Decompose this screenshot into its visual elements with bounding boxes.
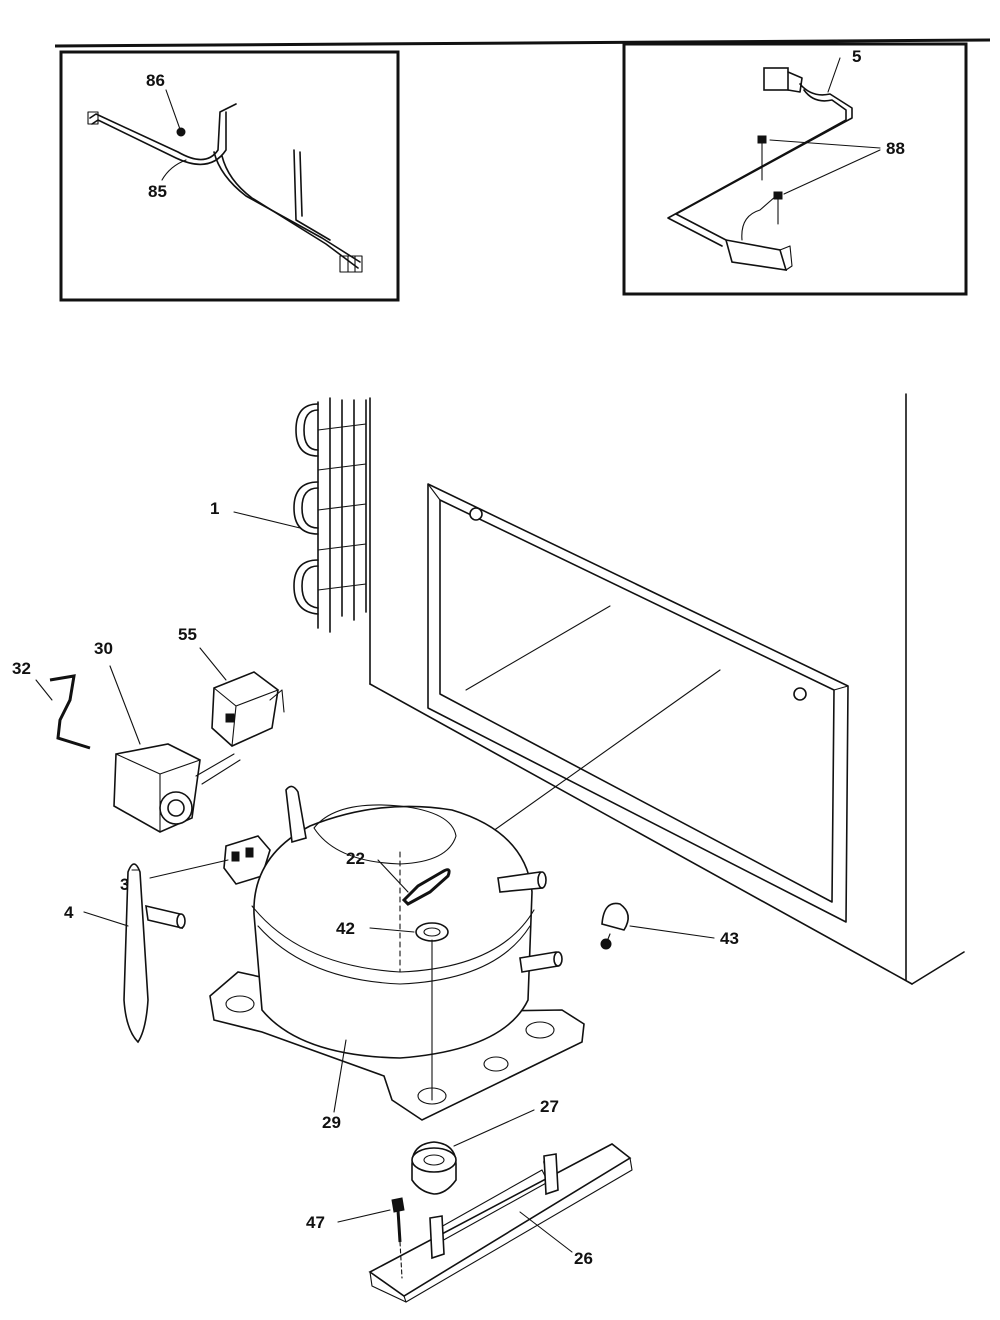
capacitor-55: [199, 647, 285, 747]
callout-30: 30: [94, 639, 113, 658]
wire-clip-22: [377, 859, 451, 906]
screw-47: [337, 1197, 405, 1279]
callout-47: 47: [306, 1213, 325, 1232]
callout-42: 42: [336, 919, 355, 938]
callout-22: 22: [346, 849, 365, 868]
compressor-29: [209, 785, 585, 1121]
top-rule: [54, 38, 991, 48]
connector-31: [149, 835, 271, 885]
inset-right-panel: [622, 42, 968, 296]
relay-30: [109, 665, 241, 833]
bracket-wire-32: [35, 674, 91, 750]
grommet-27: [411, 1109, 535, 1195]
callout-32: 32: [12, 659, 31, 678]
screw-88a-icon: [757, 135, 767, 144]
cabinet-back: [369, 393, 965, 985]
callout-85: 85: [148, 182, 167, 201]
callout-88: 88: [886, 139, 905, 158]
drier-4: [83, 863, 186, 1044]
callout-5: 5: [852, 47, 861, 66]
callout-27: 27: [540, 1097, 559, 1116]
callout-86-left: 86: [146, 71, 165, 90]
callout-26: 26: [574, 1249, 593, 1268]
callout-29: 29: [322, 1113, 341, 1132]
callout-43: 43: [720, 929, 739, 948]
mounting-rail-26: [368, 1143, 633, 1303]
inset-left-panel: [59, 50, 400, 302]
clamp-43: [600, 902, 715, 950]
condenser-coil: [233, 397, 367, 633]
screw-88b-icon: [773, 191, 783, 200]
callout-4: 4: [64, 903, 74, 922]
callout-1: 1: [210, 499, 219, 518]
callout-55: 55: [178, 625, 197, 644]
